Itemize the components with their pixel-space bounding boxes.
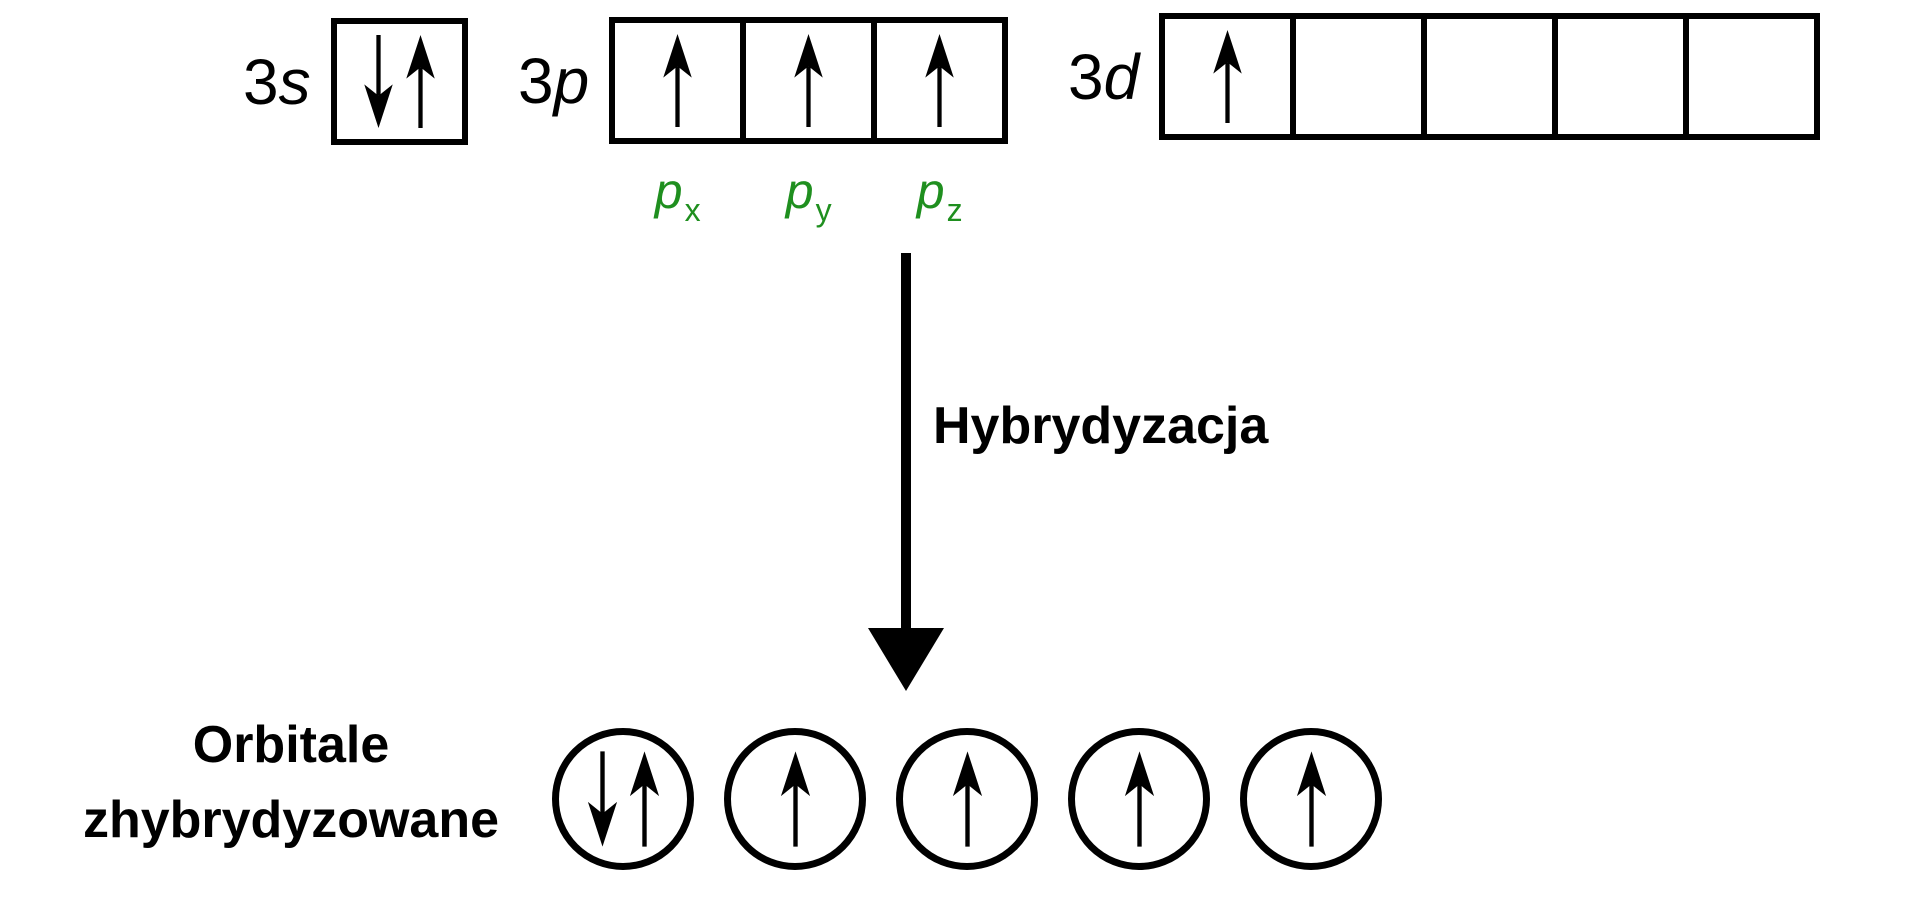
- orbital-row-3d: 3d: [1068, 13, 1821, 140]
- electron-up-arrow-icon: [794, 33, 823, 128]
- single-electron: [791, 33, 826, 128]
- single-electron: [922, 33, 957, 128]
- hybridization-down-arrow-icon: [868, 253, 944, 691]
- electron-up-arrow-icon: [663, 33, 692, 128]
- p-orbital-sublabel: px: [654, 163, 701, 228]
- orbital-row-label-3p: 3p: [518, 49, 589, 113]
- orbital-box-3d: [1552, 13, 1690, 140]
- hybrid-orbital-circle: [1240, 728, 1382, 870]
- electron-up-arrow-icon: [952, 751, 982, 847]
- electron-down-arrow-icon: [363, 34, 393, 129]
- orbital-boxes-3p: px py pz: [609, 17, 1009, 226]
- result-label: Orbitale zhybrydyzowane: [62, 708, 520, 859]
- single-electron: [1294, 750, 1329, 848]
- orbital-row-label-3s: 3s: [243, 50, 311, 114]
- orbital-subshell-letter: s: [278, 45, 311, 118]
- orbital-box-3d: [1683, 13, 1821, 140]
- orbital-boxes-3d: [1159, 13, 1821, 140]
- electron-up-arrow-icon: [1296, 751, 1326, 847]
- orbital-box-3p: pz: [871, 17, 1009, 226]
- electron-up-arrow-icon: [405, 34, 435, 129]
- orbital-row-3s: 3s: [243, 18, 468, 145]
- hybrid-orbital-circle: [552, 728, 694, 870]
- hybrid-orbital-circle: [896, 728, 1038, 870]
- orbital-subshell-letter: p: [553, 44, 590, 117]
- single-electron: [1210, 29, 1245, 124]
- result-label-line2: zhybrydyzowane: [82, 791, 500, 850]
- orbital-row-label-3d: 3d: [1068, 45, 1139, 109]
- single-electron: [1122, 750, 1157, 848]
- electron-up-arrow-icon: [925, 33, 954, 128]
- orbital-subshell-letter: d: [1103, 40, 1140, 113]
- hybrid-orbitals: [552, 728, 1382, 870]
- orbital-boxes-3s: [330, 18, 468, 145]
- process-label: Hybrydyzacja: [933, 397, 1269, 455]
- orbital-box-3p: py: [740, 17, 878, 226]
- orbital-shell-number: 3: [243, 45, 279, 118]
- electron-down-arrow-icon: [587, 751, 617, 847]
- electron-up-arrow-icon: [780, 751, 810, 847]
- p-orbital-sublabel: py: [785, 163, 832, 228]
- paired-electrons: [361, 34, 438, 129]
- electron-up-arrow-icon: [1213, 29, 1242, 124]
- orbital-shell-number: 3: [518, 44, 554, 117]
- hybrid-orbital-circle: [724, 728, 866, 870]
- orbital-box-3s: [330, 18, 468, 145]
- single-electron: [950, 750, 985, 848]
- orbital-box-3p: px: [609, 17, 747, 226]
- orbital-box-3d: [1290, 13, 1428, 140]
- paired-electrons: [585, 750, 662, 848]
- orbital-shell-number: 3: [1068, 40, 1104, 113]
- hybrid-orbital-circle: [1068, 728, 1210, 870]
- orbital-box-3d: [1421, 13, 1559, 140]
- result-label-line1: Orbitale: [192, 716, 390, 774]
- single-electron: [660, 33, 695, 128]
- electron-up-arrow-icon: [629, 751, 659, 847]
- p-orbital-sublabel: pz: [916, 163, 963, 228]
- electron-up-arrow-icon: [1124, 751, 1154, 847]
- orbital-box-3d: [1159, 13, 1297, 140]
- single-electron: [778, 750, 813, 848]
- orbital-row-3p: 3p px py pz: [518, 17, 1009, 226]
